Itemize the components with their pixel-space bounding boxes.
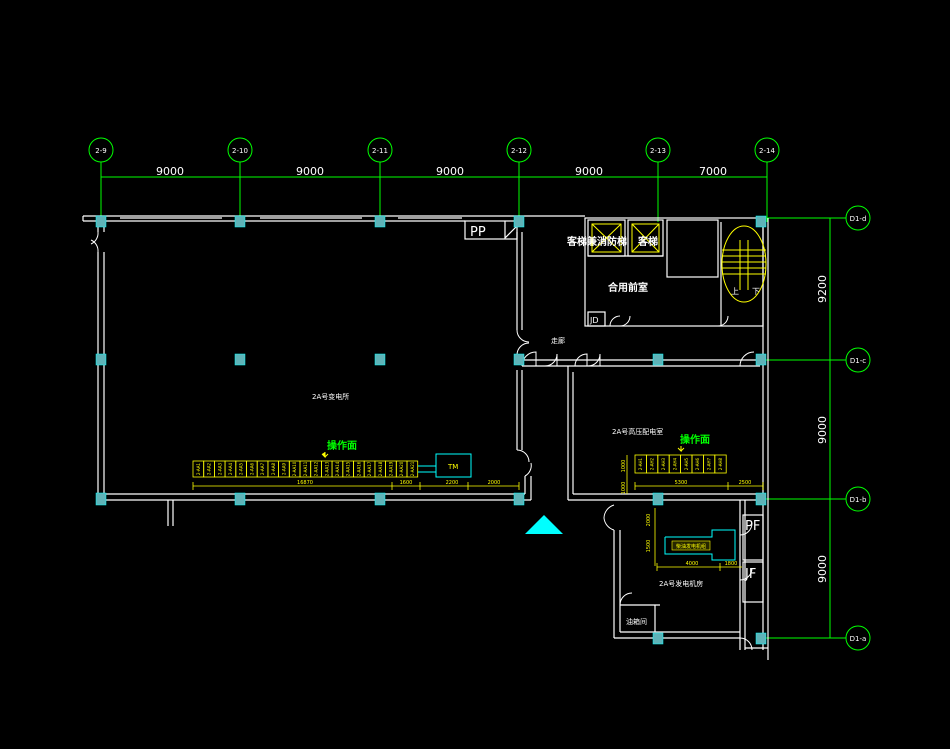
cabinet-label: 2-AA13: [324, 461, 329, 476]
axis-span-dimension: 9200: [816, 275, 829, 303]
axis-span-dimension: 9000: [575, 165, 603, 178]
cabinet-label: 2-AA19: [388, 461, 393, 476]
cabinet-label: 2-AA17: [367, 461, 372, 476]
oil-room-label: 油箱间: [626, 617, 647, 626]
generator-label-box: [671, 540, 711, 551]
lv-dimension: 16870: [297, 480, 313, 486]
cabinet-label: 2-AA11: [303, 461, 308, 476]
axis-span-dimension: 9000: [436, 165, 464, 178]
hv-side-dimension: 1000: [621, 482, 627, 495]
cabinet-label: 2-AA4: [228, 463, 233, 475]
axis-bubble-label: D1-c: [850, 357, 866, 365]
axis-span-dimension: 9000: [156, 165, 184, 178]
main-room-label: 2A号变电所: [312, 392, 349, 401]
lv-dimension: 2200: [446, 480, 459, 486]
cabinet-cell: [406, 460, 419, 478]
hv-switchgear-row: 2-AH1 2-AH2 2-AH3 2-AH4 2-AH5 2-AH6 2-AH7 2-AH8: [634, 454, 727, 474]
axis-span-dimension: 9000: [816, 416, 829, 444]
cabinet-label: 2-AA1: [196, 463, 201, 475]
lv-operation-label: 操作面: [327, 439, 357, 452]
axis-bubble-label: D1-a: [850, 635, 867, 643]
gen-room-label: 2A号发电机房: [659, 579, 703, 588]
hv-side-dimension: 1000: [621, 460, 627, 473]
top-axis-grid: [88, 137, 780, 222]
right-axis-grid: [760, 205, 871, 651]
cabinet-label: 2-AA9: [281, 463, 286, 475]
axis-bubble-label: 2-11: [372, 147, 388, 155]
elevator-fire-label: 客梯兼消防梯: [566, 235, 627, 248]
hv-operation-label: 操作面: [680, 433, 710, 446]
structural-columns: [95, 215, 767, 645]
cabinet-label: 2-AA14: [335, 461, 340, 476]
cabinet-label: 2-AA8: [271, 463, 276, 475]
gen-dimension: 4000: [686, 561, 699, 567]
cabinet-label: 2-AH5: [684, 457, 689, 470]
elevator-label: 客梯: [637, 235, 658, 248]
cabinet-label: 2-AH6: [695, 457, 700, 470]
stair-up-label: 上: [731, 287, 739, 296]
axis-bubble-label: 2-9: [95, 147, 106, 155]
axis-span-dimension: 7000: [699, 165, 727, 178]
pf-label: PF: [745, 519, 760, 534]
axis-bubble-label: 2-14: [759, 147, 775, 155]
axis-bubble-label: D1-b: [850, 496, 867, 504]
cabinet-label: 2-AA5: [239, 463, 244, 475]
door-swings: [90, 231, 755, 651]
elevator-shafts: [591, 223, 660, 253]
shaft-jd-label: JD: [589, 316, 599, 325]
hv-dimension: 2500: [739, 480, 752, 486]
cabinet-label: 2-AA18: [378, 461, 383, 476]
lv-dimension: 1600: [400, 480, 413, 486]
cabinet-label: 2-AA16: [356, 461, 361, 476]
axis-span-dimension: 9000: [816, 555, 829, 583]
cabinet-label: 2-AA2: [207, 463, 212, 475]
hv-room-label: 2A号高压配电室: [612, 427, 663, 436]
cabinet-label: 2-AA10: [292, 461, 297, 476]
gen-dimension: 1800: [725, 561, 738, 567]
cabinet-label: 2-AA15: [346, 461, 351, 476]
cabinet-cell: [714, 454, 727, 474]
cabinet-label: 2-AA7: [260, 463, 265, 475]
hv-operation-arrow: [677, 446, 685, 453]
axis-span-dimension: 9000: [296, 165, 324, 178]
transformer-label: TM: [447, 463, 458, 471]
cabinet-label: 2-AH1: [638, 457, 643, 470]
stair-pp-label: PP: [470, 225, 486, 240]
cabinet-label: 2-AA12: [314, 461, 319, 476]
axis-bubble-label: D1-d: [850, 215, 867, 223]
gen-side-dimension: 2000: [646, 514, 652, 527]
generator-outline: [664, 529, 736, 561]
cabinet-label: 2-AH2: [650, 457, 655, 470]
jf-label: JF: [744, 567, 756, 582]
section-marker-triangle: [525, 515, 563, 534]
lv-switchgear-row: 2-AA1 2-AA2 2-AA3 2-AA4 2-AA5 2-AA6 2-AA7 2-AA8…: [192, 460, 419, 478]
corridor-label: 走廊: [551, 336, 565, 345]
cabinet-label: 2-AH4: [672, 457, 677, 470]
front-room-label: 合用前室: [607, 281, 648, 294]
stair-down-label: 下: [752, 287, 760, 296]
axis-bubble-label: 2-12: [511, 147, 527, 155]
hv-dimension: 5300: [675, 480, 688, 486]
cabinet-label: 2-AA6: [249, 463, 254, 475]
cabinet-label: 2-AA21: [410, 461, 415, 476]
cabinet-label: 2-AH3: [661, 457, 666, 470]
building-walls: [82, 215, 769, 660]
cabinet-label: 2-AA3: [217, 463, 222, 475]
stair-symbol: [721, 225, 767, 303]
axis-bubble-label: 2-10: [232, 147, 248, 155]
cabinet-label: 2-AH8: [718, 457, 723, 470]
lv-dimension: 2000: [488, 480, 501, 486]
generator-label: 柴油发电机组: [676, 543, 706, 550]
cabinet-label: 2-AH7: [707, 457, 712, 470]
axis-bubble-label: 2-13: [650, 147, 666, 155]
gen-side-dimension: 1500: [646, 540, 652, 553]
cabinet-label: 2-AA20: [399, 461, 404, 476]
lv-operation-arrow: [321, 452, 329, 459]
